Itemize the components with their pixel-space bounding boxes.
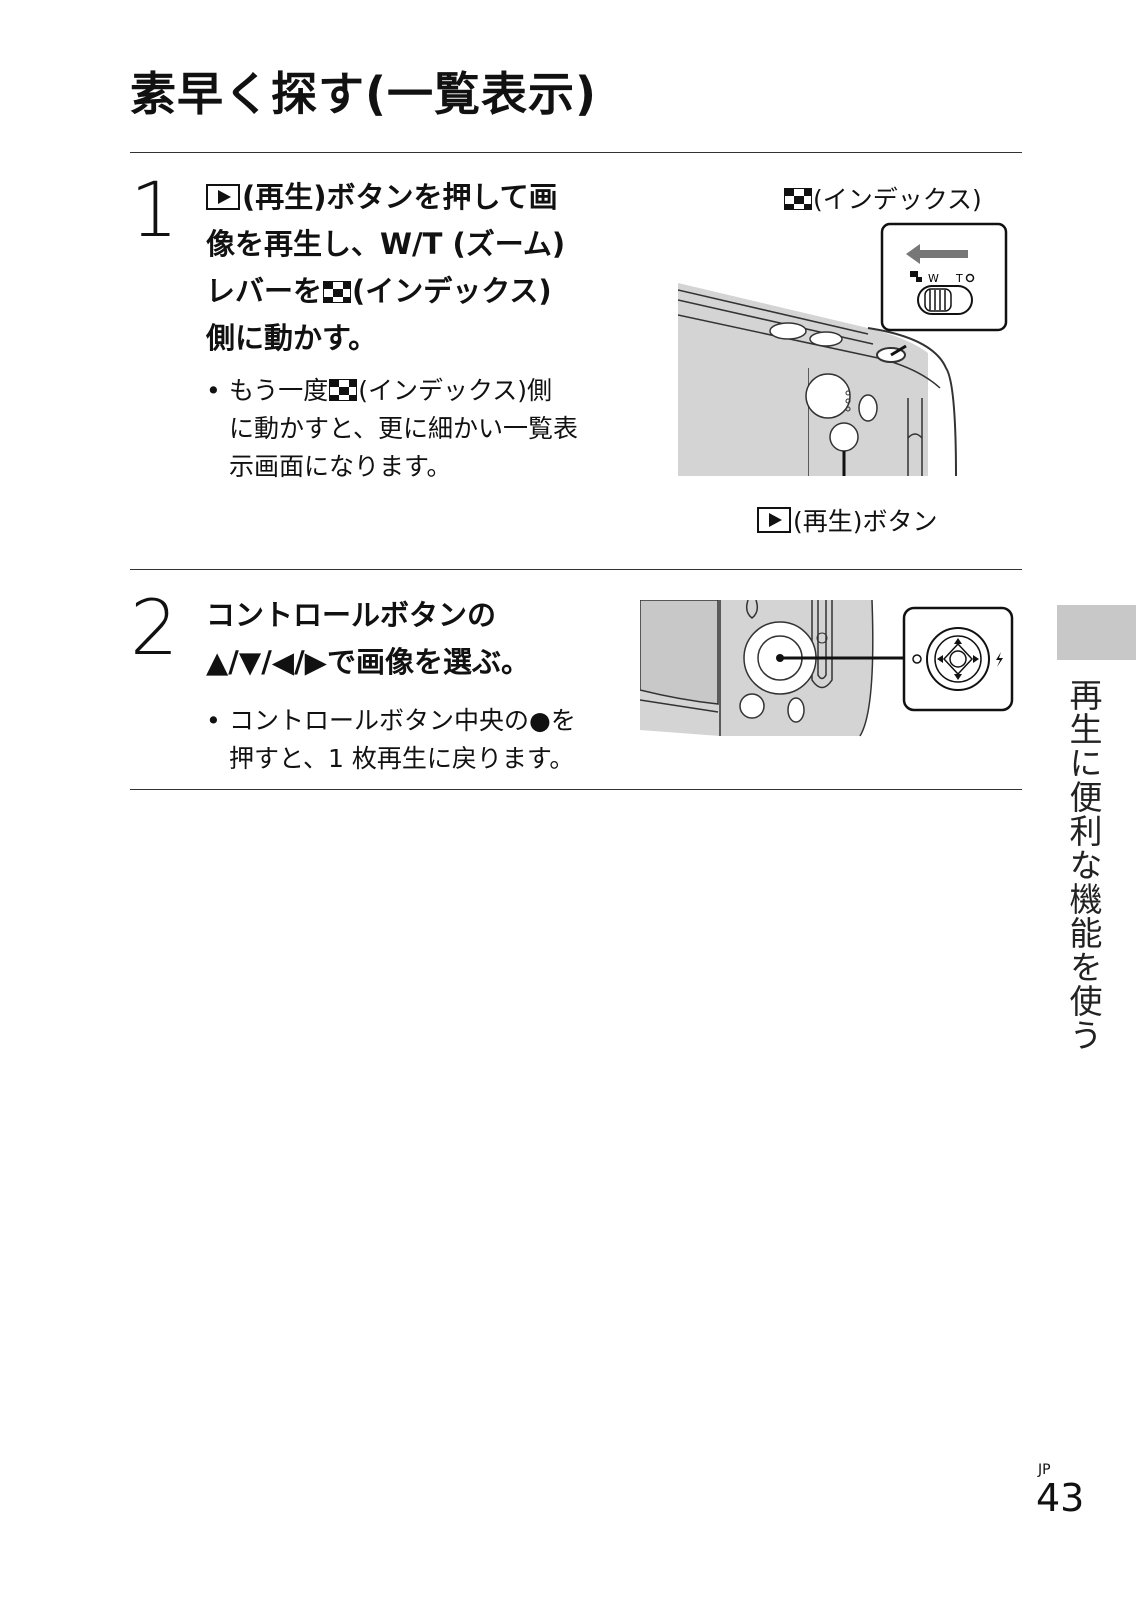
camera-back-illustration	[640, 600, 1014, 737]
lever-t-label: T	[955, 272, 963, 285]
lever-w-label: W	[928, 272, 939, 285]
step-1-instruction: (再生)ボタンを押して画 像を再生し、W/T (ズーム) レバーを(インデックス…	[206, 180, 566, 355]
step-1-number: 1	[130, 165, 179, 254]
divider-bottom	[130, 789, 1022, 790]
zoom-t-icon	[965, 273, 975, 283]
page-number: 43	[1036, 1476, 1085, 1520]
step-2-number: 2	[130, 583, 179, 672]
step-1-note: • もう一度(インデックス)側 に動かすと、更に細かい一覧表 示画面になります。	[206, 372, 578, 486]
divider-middle	[130, 569, 1022, 570]
index-icon	[323, 281, 352, 303]
divider-top	[130, 152, 1022, 153]
play-icon	[206, 184, 240, 210]
play-button-caption: (再生)ボタン	[757, 502, 938, 538]
page-title: 素早く探す(一覧表示)	[130, 67, 598, 121]
index-icon	[329, 379, 358, 401]
step-2-note: • コントロールボタン中央の●を 押すと、1 枚再生に戻ります。	[206, 702, 576, 778]
index-icon	[784, 188, 812, 210]
index-caption: (インデックス)	[783, 180, 982, 216]
bullet-icon: •	[206, 706, 221, 735]
play-icon	[757, 507, 791, 533]
language-code: JP	[1038, 1462, 1051, 1478]
self-timer-icon	[912, 654, 922, 664]
step-2-instruction: コントロールボタンの ▲/▼/◀/▶で画像を選ぶ。	[206, 598, 530, 679]
bullet-icon: •	[206, 376, 221, 405]
flash-icon	[996, 652, 1003, 667]
zoom-lever-callout: W T	[880, 222, 1008, 332]
camera-top-illustration	[678, 283, 957, 476]
chapter-tab	[1057, 605, 1136, 660]
chapter-label: 再生に便利な機能を使う	[1064, 678, 1103, 1052]
